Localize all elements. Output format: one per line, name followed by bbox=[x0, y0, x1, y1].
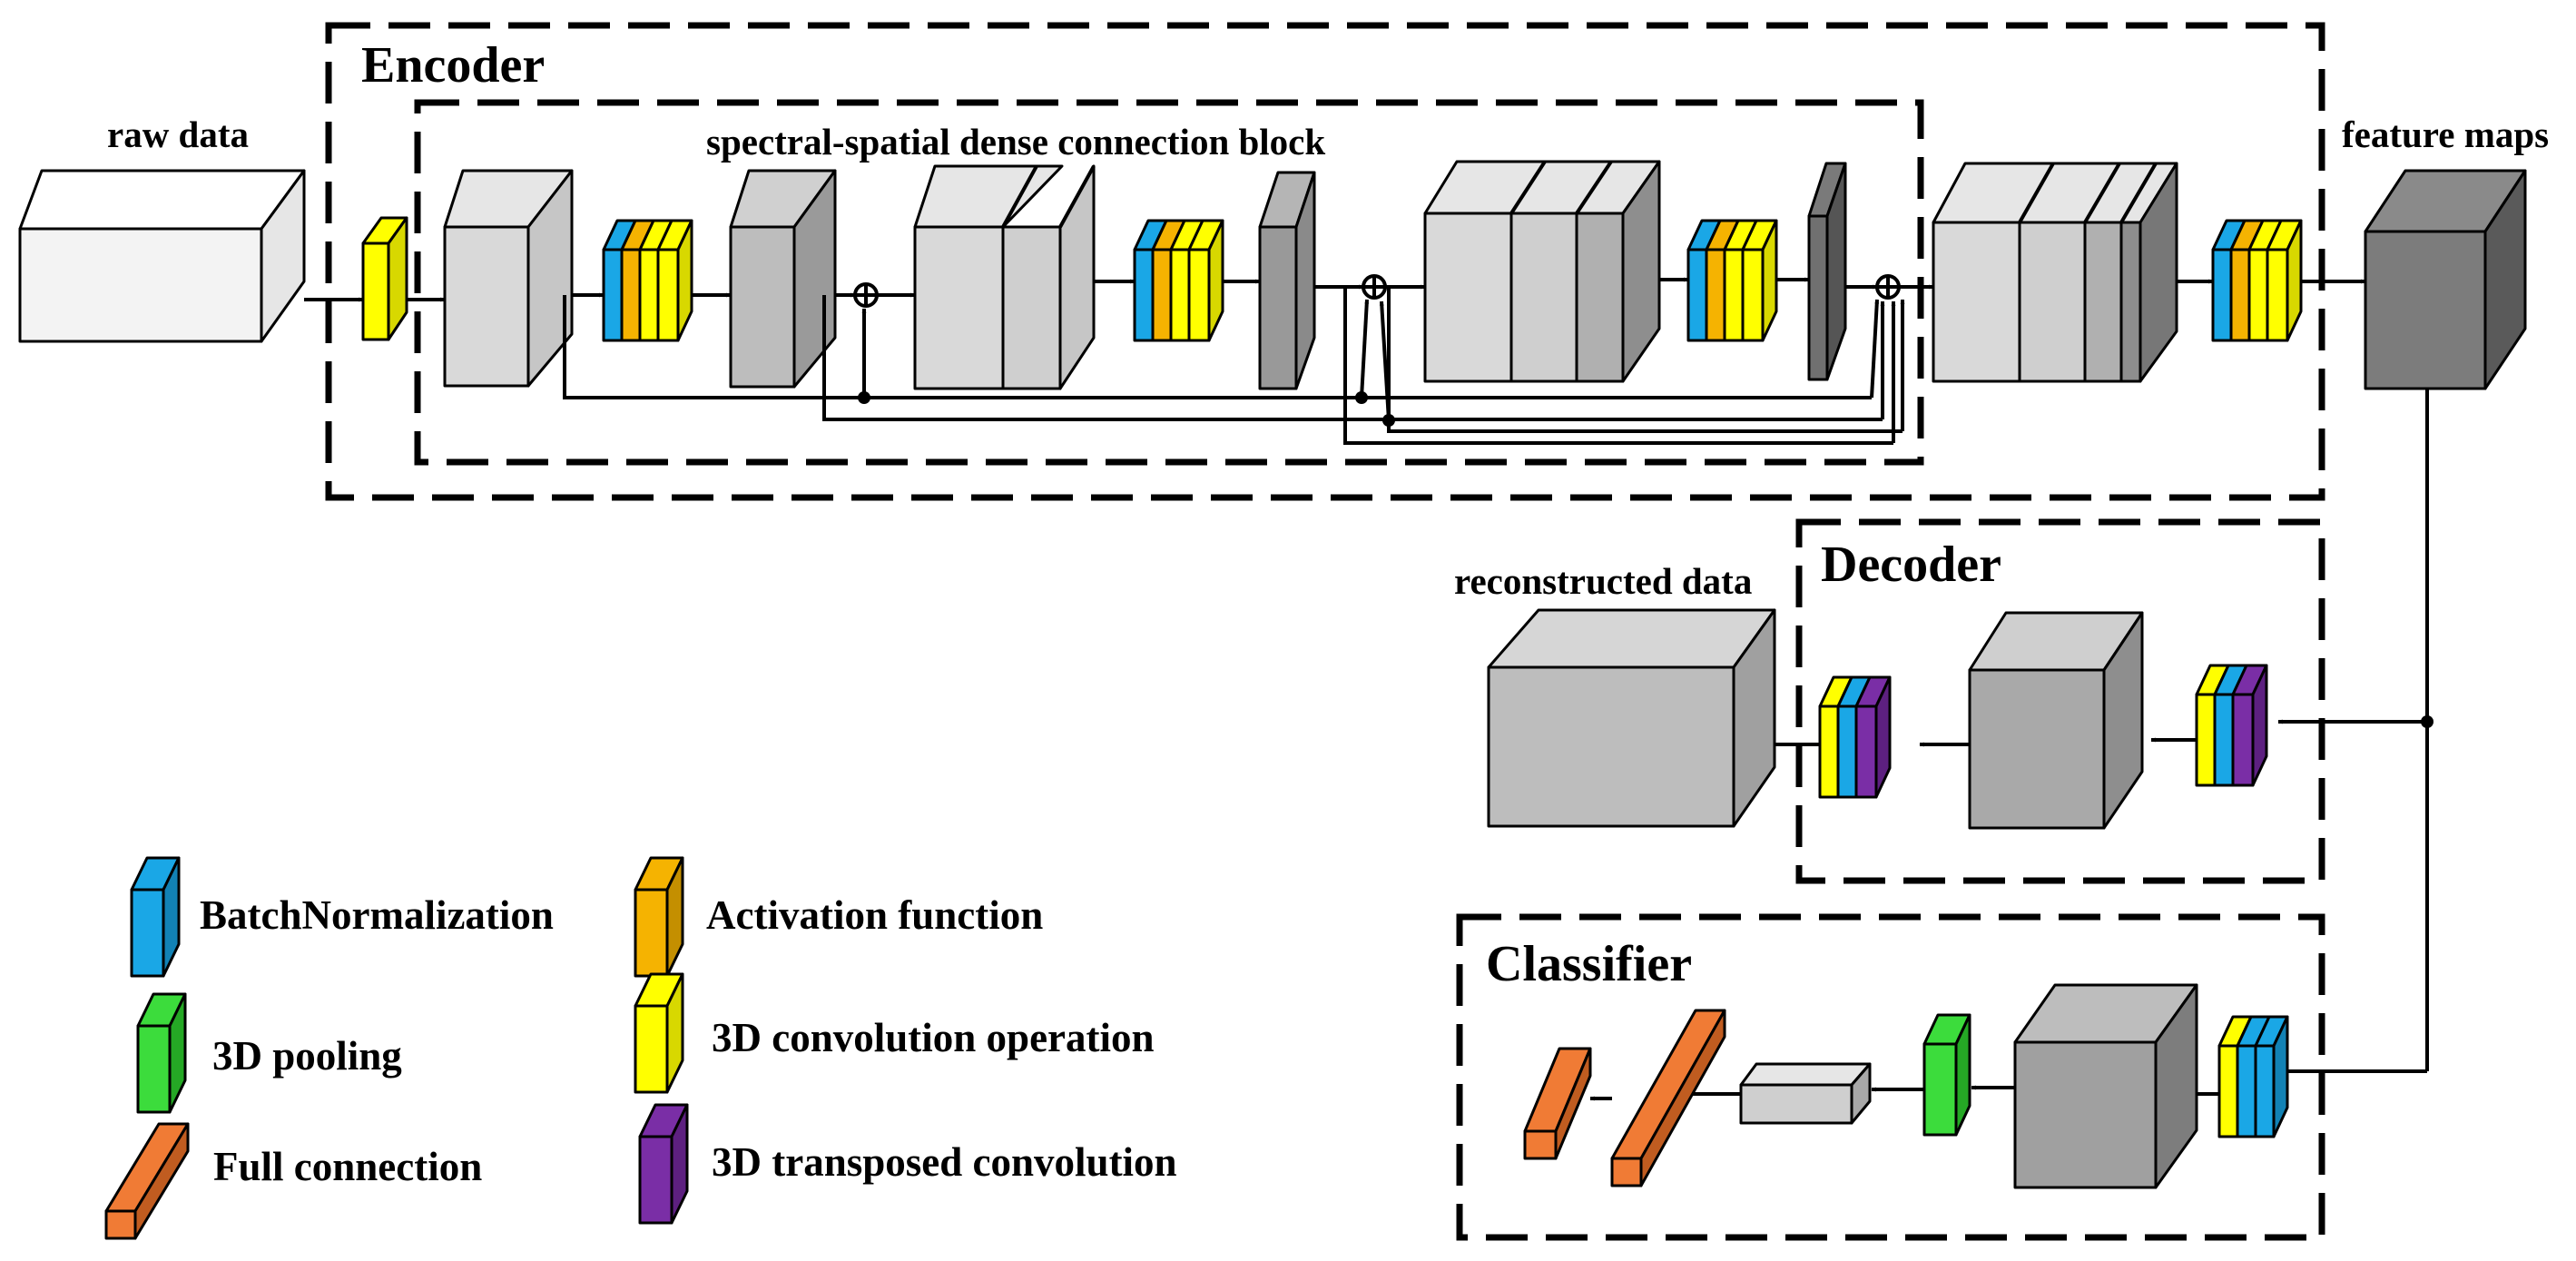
classifier-full-connection-2 bbox=[1523, 1047, 1592, 1160]
feature-maps-cube bbox=[2364, 169, 2527, 390]
legend-activation-label: Activation function bbox=[706, 892, 1043, 938]
dense-skip-connections bbox=[563, 287, 1905, 445]
sum-node-1 bbox=[853, 282, 879, 308]
dense-block-title: spectral-spatial dense connection block bbox=[706, 121, 1325, 163]
classifier-flatten-block bbox=[1739, 1062, 1872, 1125]
decoder-output-unit bbox=[1818, 675, 1892, 799]
bn-act-conv-unit-4 bbox=[2211, 219, 2303, 342]
decoder-frame bbox=[1795, 518, 2325, 884]
legend-transposed-conv-label: 3D transposed convolution bbox=[712, 1139, 1177, 1185]
dense-feature-block-3 bbox=[913, 164, 1096, 390]
legend-full-connection-icon bbox=[104, 1122, 190, 1240]
dense-block-frame bbox=[414, 99, 1924, 466]
decoder-feature-cube bbox=[1968, 611, 2144, 830]
dense-feature-block-4 bbox=[1258, 171, 1316, 390]
dense-feature-block-5 bbox=[1423, 160, 1661, 383]
legend-full-connection-label: Full connection bbox=[213, 1144, 482, 1189]
classifier-pooling-slab bbox=[1922, 1013, 1971, 1137]
dense-feature-block-1 bbox=[443, 169, 574, 388]
dense-block-output bbox=[1932, 162, 2178, 383]
dense-feature-block-6 bbox=[1807, 162, 1847, 381]
reconstructed-data-cube bbox=[1487, 608, 1776, 828]
sum-node-3 bbox=[1875, 274, 1901, 300]
legend-pooling-icon bbox=[136, 992, 187, 1114]
legend: BatchNormalization Activation function 3… bbox=[104, 856, 1177, 1240]
legend-batchnorm-icon bbox=[130, 856, 181, 978]
sum-node-2 bbox=[1362, 274, 1387, 300]
trunk-lines bbox=[2277, 389, 2433, 1074]
classifier-feature-cube bbox=[2013, 983, 2198, 1189]
legend-transposed-conv-icon bbox=[638, 1103, 689, 1225]
classifier-input-unit bbox=[2217, 1015, 2289, 1138]
reconstructed-data-label: reconstructed data bbox=[1454, 560, 1752, 602]
bn-act-conv-unit-2 bbox=[1133, 219, 1224, 342]
legend-batchnorm-label: BatchNormalization bbox=[200, 892, 554, 938]
bn-act-conv-unit-3 bbox=[1686, 219, 1778, 342]
legend-pooling-label: 3D pooling bbox=[212, 1033, 402, 1079]
legend-activation-icon bbox=[634, 856, 684, 978]
encoder-flow-arrows bbox=[304, 277, 2366, 302]
feature-maps-label: feature maps bbox=[2342, 113, 2549, 155]
encoder-frame bbox=[325, 22, 2325, 501]
classifier-title: Classifier bbox=[1486, 936, 1692, 992]
classifier-frame bbox=[1456, 913, 2325, 1241]
decoder-input-unit bbox=[2195, 664, 2268, 787]
classifier-full-connection-1 bbox=[1610, 1009, 1726, 1187]
raw-data-label: raw data bbox=[107, 113, 249, 155]
raw-data-cube bbox=[18, 169, 306, 343]
encoder-title: Encoder bbox=[361, 37, 545, 94]
bn-act-conv-unit-1 bbox=[602, 219, 693, 342]
legend-conv-icon bbox=[634, 972, 684, 1094]
dense-feature-block-2 bbox=[729, 169, 837, 389]
encoder-conv-slab bbox=[361, 216, 408, 341]
legend-conv-label: 3D convolution operation bbox=[712, 1015, 1155, 1060]
decoder-title: Decoder bbox=[1821, 537, 2001, 593]
